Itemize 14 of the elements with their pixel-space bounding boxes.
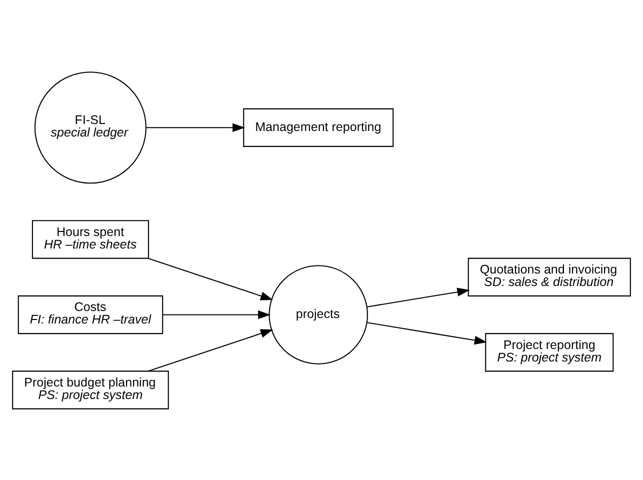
node-circle: projects	[268, 264, 368, 364]
arrow	[162, 310, 271, 319]
node-box: Management reporting	[243, 108, 394, 146]
node-box: Project budget planning PS: project system	[12, 370, 169, 409]
arrow	[367, 287, 470, 307]
node-circle: FI-SL special ledger	[34, 71, 146, 184]
node-box: Project reporting PS: project system	[485, 332, 614, 372]
arrow	[367, 322, 488, 344]
node-box: Hours spent HR –time sheets	[32, 220, 150, 258]
node-box: Costs FI: finance HR –travel	[18, 294, 164, 334]
node-box: Quotations and invoicing SD: sales & distribution	[468, 257, 631, 296]
arrow	[148, 257, 274, 300]
arrow	[146, 122, 246, 132]
arrow	[148, 328, 274, 372]
